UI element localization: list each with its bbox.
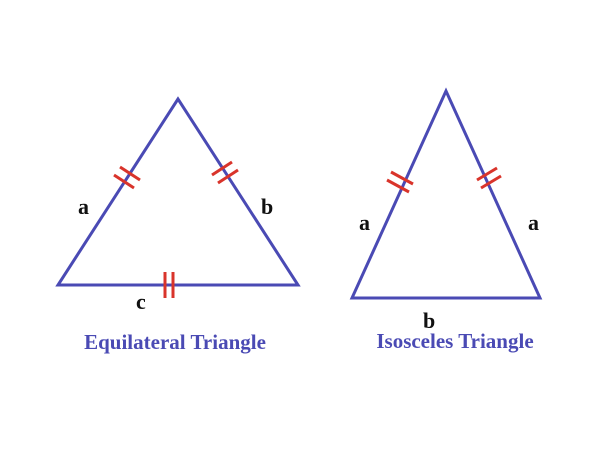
equilateral-left-side-label: a <box>78 194 89 219</box>
isosceles-right-side-tick-marks <box>476 166 502 190</box>
isosceles-triangle <box>349 87 543 300</box>
equilateral-triangle-figure: a b c Equilateral Triangle <box>55 96 301 354</box>
equilateral-left-side-tick-marks <box>113 165 141 190</box>
isosceles-caption: Isosceles Triangle <box>376 329 533 353</box>
isosceles-bottom-side-label: b <box>423 308 435 333</box>
isosceles-left-side-label: a <box>359 210 370 235</box>
equilateral-right-side-label: b <box>261 194 273 219</box>
equilateral-bottom-side-label: c <box>136 289 146 314</box>
equilateral-triangle <box>55 96 301 287</box>
equilateral-bottom-side-tick-marks <box>163 272 175 298</box>
isosceles-left-side-tick-marks <box>386 170 414 194</box>
isosceles-triangle-figure: a a b Isosceles Triangle <box>349 87 543 353</box>
isosceles-right-side-label: a <box>528 210 539 235</box>
equilateral-right-side-tick-marks <box>211 160 239 185</box>
equilateral-caption: Equilateral Triangle <box>84 330 266 354</box>
